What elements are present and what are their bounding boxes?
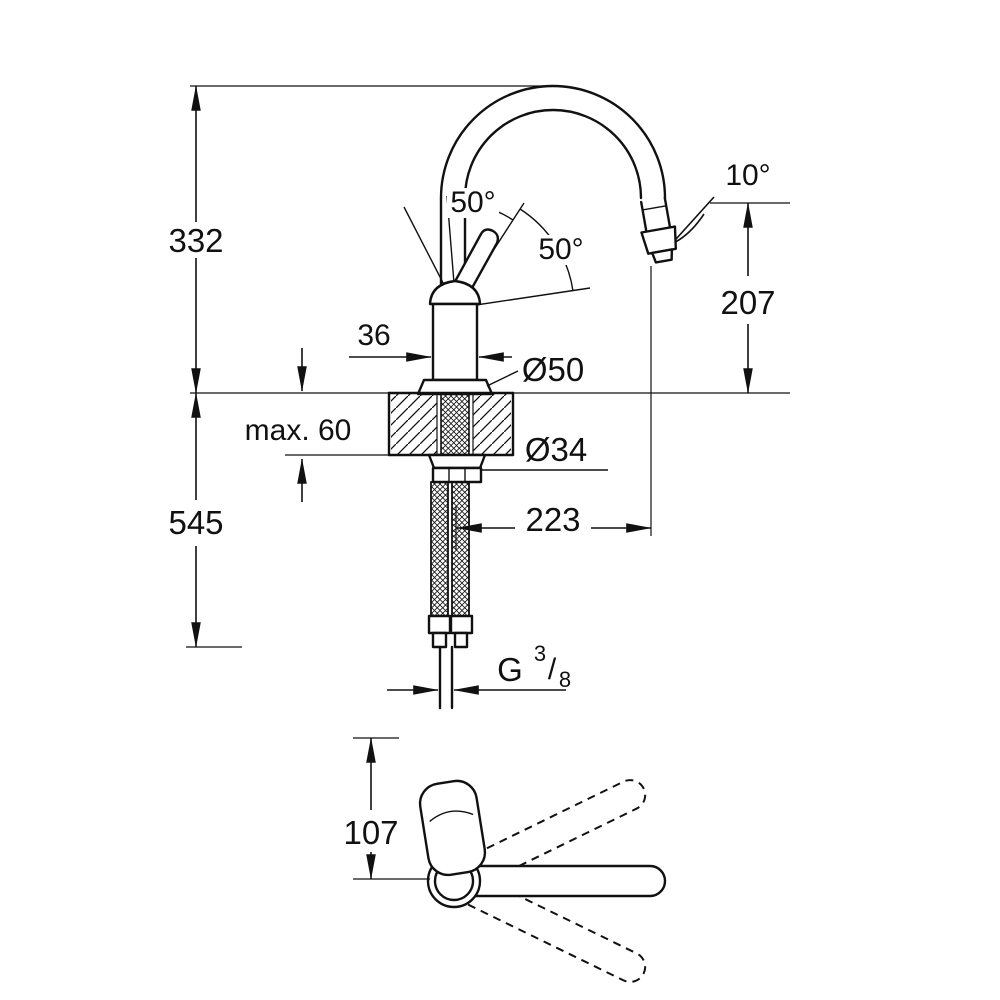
outlet-height-label: 207 xyxy=(720,284,775,321)
body-width-label: 36 xyxy=(357,319,390,352)
label-base-diameter: Ø50 xyxy=(486,351,584,388)
plan-spout xyxy=(468,864,667,898)
plan-handle-offset-label: 107 xyxy=(343,814,398,851)
below-deck-height-label: 545 xyxy=(168,504,223,541)
label-mask xyxy=(447,188,499,218)
hose-left-connector xyxy=(427,614,452,635)
faucet-body xyxy=(416,279,494,396)
thread-numerator-label: 3 xyxy=(534,641,546,666)
label-mask xyxy=(535,235,587,265)
hole-diameter-label: Ø34 xyxy=(525,431,587,468)
hose-left xyxy=(430,481,449,617)
spout-reach-label: 223 xyxy=(525,501,580,538)
handle-angle-construction: 50° 50° xyxy=(403,186,591,309)
threaded-shank xyxy=(440,393,470,456)
spout-outlet-nozzle xyxy=(639,196,678,264)
mounting-washer xyxy=(427,453,487,470)
mounting-deck xyxy=(387,391,515,457)
aerator xyxy=(640,225,678,255)
hose-right xyxy=(451,481,470,617)
label-hole-diameter: Ø34 xyxy=(480,431,608,471)
extension-lines xyxy=(186,85,790,648)
plan-handle xyxy=(418,779,487,877)
spout-gooseneck xyxy=(439,84,678,286)
base-diameter-label: Ø50 xyxy=(522,351,584,388)
thread-prefix-label: G xyxy=(497,651,523,688)
dimension-thread-size: G 3 / 8 xyxy=(387,641,571,695)
supply-tube xyxy=(438,645,454,710)
dimension-below-deck-height: 545 xyxy=(168,392,224,648)
mounting-nut xyxy=(431,466,483,484)
handle-angle-2-label: 50° xyxy=(538,233,583,266)
spout-tilt-label: 10° xyxy=(725,159,770,192)
mounting-hardware xyxy=(427,453,487,484)
supply-hoses xyxy=(427,481,474,649)
plan-view xyxy=(418,779,667,983)
dimension-body-width: 36 xyxy=(349,319,512,362)
thread-slash-label: / xyxy=(548,653,557,686)
plan-spout-swivel-down xyxy=(461,873,647,983)
deck-thickness-label: max. 60 xyxy=(245,414,352,447)
dimension-outlet-height: 207 xyxy=(720,202,776,394)
cartridge-dome xyxy=(428,279,482,306)
dimension-deck-thickness: max. 60 xyxy=(245,348,352,502)
dimension-spout-height: 332 xyxy=(168,85,224,394)
plan-spout-swivel-up xyxy=(461,779,647,889)
handle-angle-1-label: 50° xyxy=(450,186,495,219)
dimension-plan-handle-offset: 107 xyxy=(343,737,430,880)
spout-height-label: 332 xyxy=(168,222,223,259)
hose-right-connector xyxy=(449,614,474,635)
thread-denominator-label: 8 xyxy=(559,667,571,692)
dimension-spout-reach: 223 xyxy=(456,501,652,538)
label-mask xyxy=(515,505,591,537)
